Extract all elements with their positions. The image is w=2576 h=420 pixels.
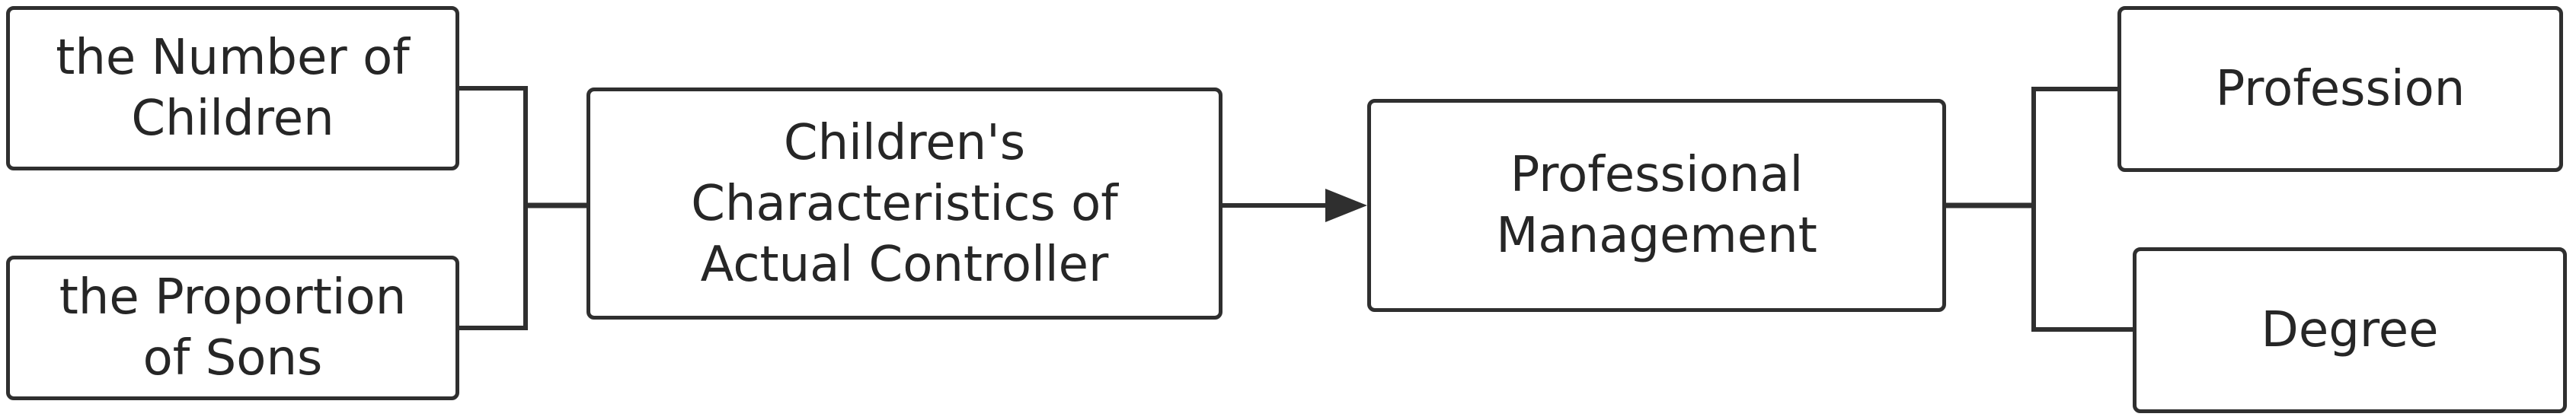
node-profession: Profession: [2117, 6, 2563, 172]
node-label: Children's Characteristics of Actual Con…: [691, 114, 1118, 293]
node-label: the Proportion of Sons: [59, 269, 407, 387]
node-children-characteristics: Children's Characteristics of Actual Con…: [586, 88, 1222, 320]
node-number-of-children: the Number of Children: [6, 6, 459, 170]
output-bracket: [1946, 87, 2133, 332]
node-label: Profession: [2215, 61, 2466, 117]
node-professional-management: Professional Management: [1367, 99, 1946, 312]
node-label: Professional Management: [1496, 147, 1817, 264]
input-bracket: [459, 86, 586, 330]
node-label: the Number of Children: [56, 30, 410, 147]
node-label: Degree: [2261, 302, 2439, 358]
main-arrow: [1222, 189, 1367, 222]
node-degree: Degree: [2133, 247, 2567, 413]
node-proportion-of-sons: the Proportion of Sons: [6, 256, 459, 400]
arrow-head: [1325, 189, 1367, 222]
